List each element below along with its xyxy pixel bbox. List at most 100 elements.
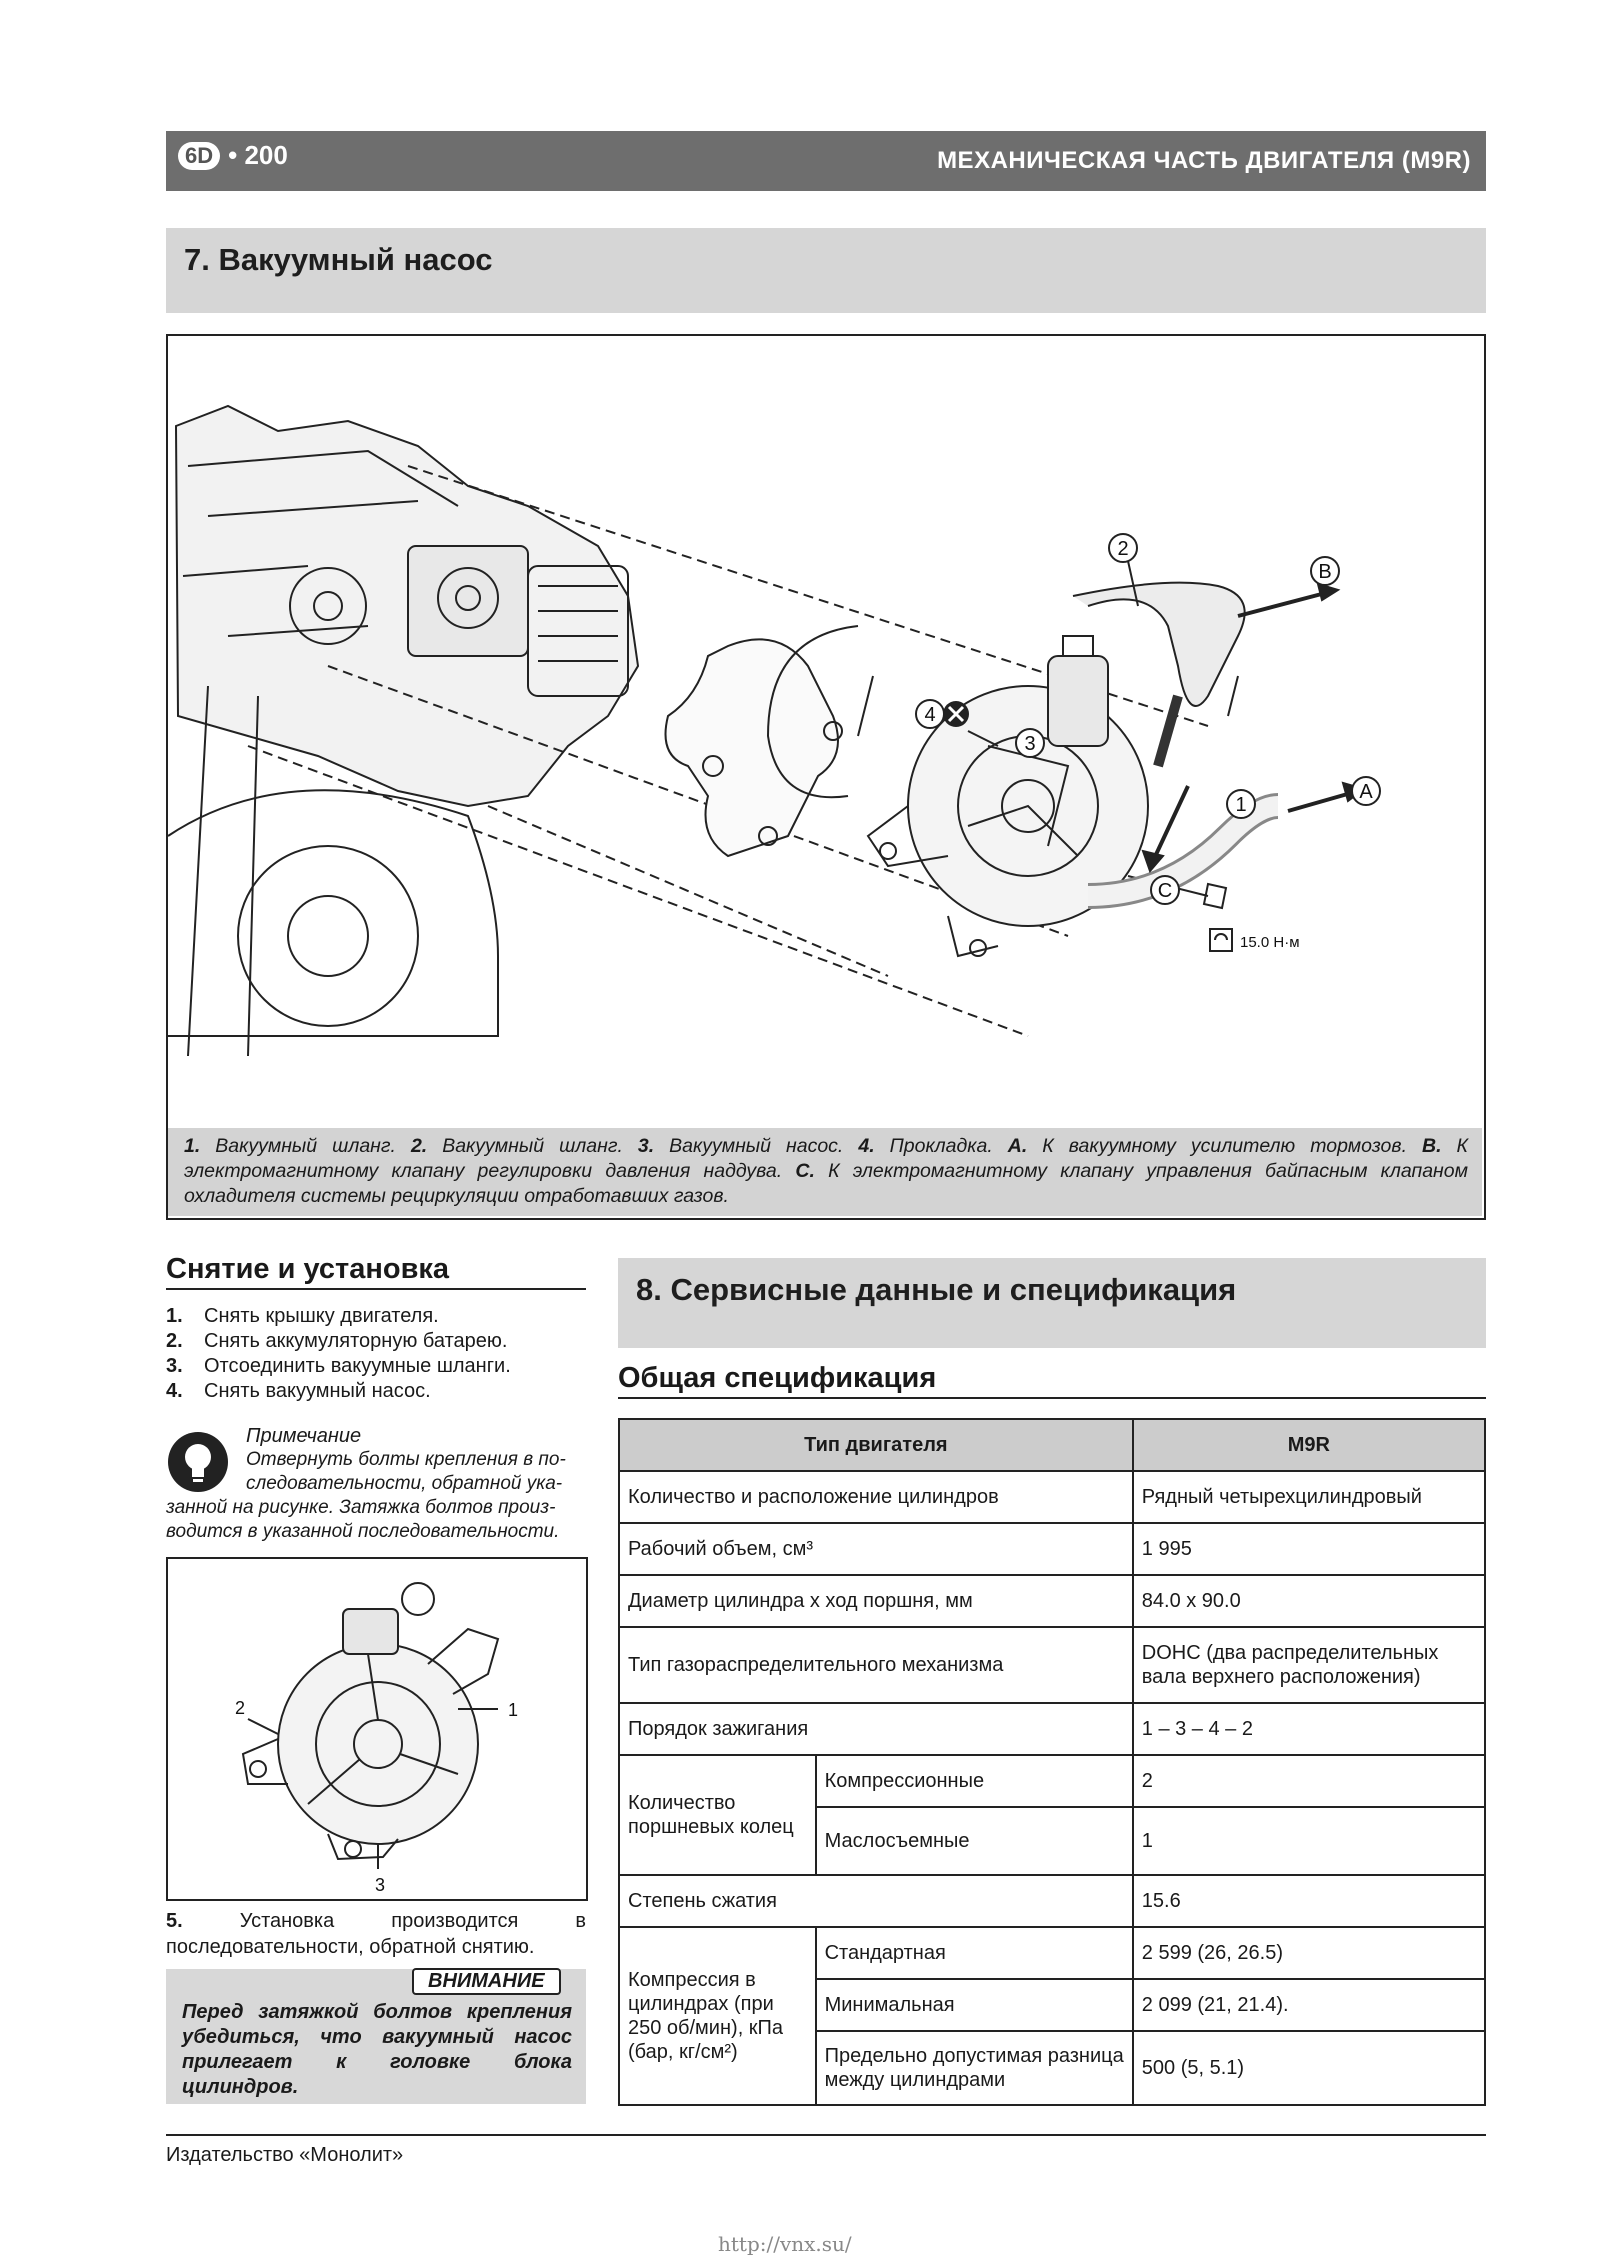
- page-header-bar: [166, 131, 1486, 191]
- caption-key: A.: [1007, 1135, 1028, 1157]
- caption-text: Вакуумный шланг.: [200, 1135, 411, 1157]
- list-item: 1.Снять крышку двигателя.: [166, 1305, 439, 1327]
- table-header-cell: Тип двигателя: [618, 1418, 1134, 1472]
- removal-steps-list: 1.Снять крышку двигателя. 2.Снять аккуму…: [166, 1304, 586, 1404]
- table-cell: Маслосъемные: [814, 1806, 1134, 1876]
- callout-2: 2: [1117, 538, 1128, 560]
- note-lightbulb-icon: [168, 1432, 228, 1492]
- caption-key: 3.: [637, 1135, 655, 1157]
- table-cell: Порядок зажигания: [618, 1702, 1134, 1756]
- figure-1-caption: 1. Вакуумный шланг. 2. Вакуумный шланг. …: [168, 1128, 1482, 1216]
- warning-label: ВНИМАНИЕ: [412, 1968, 561, 1995]
- table-cell: 84.0 x 90.0: [1131, 1574, 1487, 1628]
- note-line: следовательности, обратной ука-: [246, 1473, 563, 1494]
- chapter-badge: 6D: [178, 141, 221, 170]
- note-line: водится в указанной последовательности.: [166, 1521, 560, 1542]
- table-cell: 1: [1131, 1806, 1487, 1876]
- table-cell: Минимальная: [814, 1978, 1134, 2032]
- table-row: Количество поршневых колец Компрессионны…: [618, 1754, 1487, 1876]
- spec-table: Тип двигателя M9R Количество и расположе…: [618, 1418, 1487, 2106]
- caption-text: К электромагнитному клапану регулировки …: [184, 1135, 1468, 1182]
- table-cell: DOHC (два распределительных вала верхнег…: [1131, 1626, 1487, 1704]
- caption-key: C.: [795, 1160, 815, 1182]
- note-line: Отвернуть болты крепления в по-: [246, 1449, 566, 1470]
- table-cell: 1 995: [1131, 1522, 1487, 1576]
- callout-B: B: [1318, 561, 1331, 583]
- table-cell: Количество поршневых колец: [618, 1754, 817, 1876]
- callout-3: 3: [1024, 733, 1035, 755]
- table-cell: Тип газораспределительного механизма: [618, 1626, 1134, 1704]
- bolt-label-2: 2: [235, 1698, 245, 1718]
- caption-text: Вакуумный насос.: [654, 1135, 859, 1157]
- list-item: 4.Снять вакуумный насос.: [166, 1380, 431, 1402]
- table-cell: 2: [1131, 1754, 1487, 1808]
- caption-key: B.: [1422, 1135, 1442, 1157]
- step-5-number: 5.: [166, 1910, 183, 1932]
- page-number: 6D • 200: [178, 140, 288, 171]
- callout-C: C: [1158, 880, 1172, 902]
- caption-key: 2.: [410, 1135, 428, 1157]
- callout-4: 4: [924, 704, 935, 726]
- table-row: Тип газораспределительного механизма DOH…: [618, 1626, 1487, 1704]
- list-item: 3.Отсоединить вакуумные шланги.: [166, 1355, 511, 1377]
- footer-rule: [166, 2134, 1486, 2136]
- table-header-row: Тип двигателя M9R: [618, 1418, 1487, 1472]
- table-cell: Рабочий объем, см³: [618, 1522, 1134, 1576]
- table-cell: 15.6: [1131, 1874, 1487, 1928]
- section-8-title-box: 8. Сервисные данные и спецификация: [618, 1258, 1486, 1348]
- table-cell: 2 099 (21, 21.4).: [1131, 1978, 1487, 2032]
- table-row: Количество и расположение цилиндров Рядн…: [618, 1470, 1487, 1524]
- table-cell: Рядный четырехцилиндровый: [1131, 1470, 1487, 1524]
- table-header-cell: M9R: [1131, 1418, 1487, 1472]
- bolt-label-3: 3: [375, 1875, 385, 1895]
- caption-key: 1.: [184, 1135, 201, 1157]
- table-cell: Количество и расположение цилиндров: [618, 1470, 1134, 1524]
- caption-text: Вакуумный шланг.: [427, 1135, 638, 1157]
- torque-icon: [1209, 928, 1233, 952]
- table-row: Порядок зажигания 1 – 3 – 4 – 2: [618, 1702, 1487, 1756]
- table-cell: Диаметр цилиндра х ход поршня, мм: [618, 1574, 1134, 1628]
- source-url-watermark: http://vnx.su/: [718, 2232, 852, 2256]
- section-8-title: 8. Сервисные данные и спецификация: [636, 1272, 1237, 1307]
- table-cell: 1 – 3 – 4 – 2: [1131, 1702, 1487, 1756]
- note-text: Отвернуть болты крепления в по- следоват…: [166, 1448, 586, 1544]
- torque-value: 15.0 Н·м: [1240, 934, 1300, 951]
- table-cell: 2 599 (26, 26.5): [1131, 1926, 1487, 1980]
- note-line: занной на рисунке. Затяжка болтов произ-: [166, 1497, 556, 1518]
- publisher: Издательство «Монолит»: [166, 2144, 404, 2166]
- section-7-title: 7. Вакуумный насос: [184, 242, 493, 277]
- chapter-title: МЕХАНИЧЕСКАЯ ЧАСТЬ ДВИГАТЕЛЯ (M9R): [937, 147, 1471, 174]
- note-title: Примечание: [246, 1425, 362, 1447]
- caption-text: Прокладка.: [874, 1135, 1008, 1157]
- callout-A: A: [1359, 781, 1373, 803]
- general-spec-heading: Общая спецификация: [618, 1362, 1486, 1399]
- table-cell: Стандартная: [814, 1926, 1134, 1980]
- bolt-sequence-figure: 1 2 3: [166, 1557, 588, 1901]
- table-row: Предельно допустимая разница между цилин…: [619, 2030, 1487, 2106]
- table-cell: Степень сжатия: [618, 1874, 1134, 1928]
- table-cell: 500 (5, 5.1): [1131, 2030, 1487, 2106]
- pump-front-drawing: 1 2 3: [235, 1582, 518, 1895]
- bolt-label-1: 1: [508, 1700, 518, 1720]
- table-cell: Компрессия в цилиндрах (при 250 об/мин),…: [618, 1926, 817, 2106]
- list-item: 2.Снять аккумуляторную батарею.: [166, 1330, 508, 1352]
- step-5: 5. Установка производится в последовател…: [166, 1908, 586, 1960]
- exploded-view-drawing: 2 B C 1 A 3 4 15.0 Н·м: [167, 404, 1381, 1057]
- removal-heading: Снятие и установка: [166, 1253, 586, 1290]
- warning-text: Перед затяжкой болтов крепления убедитьс…: [182, 2001, 572, 2098]
- table-row: Степень сжатия 15.6: [618, 1874, 1487, 1928]
- caption-text: К электромагнитному клапану управления б…: [184, 1160, 1468, 1207]
- page-number-text: • 200: [228, 140, 288, 170]
- section-7-title-box: 7. Вакуумный насос: [166, 228, 1486, 313]
- table-row: Диаметр цилиндра х ход поршня, мм 84.0 x…: [618, 1574, 1487, 1628]
- step-5-text: Установка производится в последовательно…: [166, 1910, 586, 1958]
- table-row: Рабочий объем, см³ 1 995: [618, 1522, 1487, 1576]
- caption-text: К вакуумному усилителю тормозов.: [1027, 1135, 1422, 1157]
- table-row: Компрессия в цилиндрах (при 250 об/мин),…: [618, 1926, 1487, 2106]
- table-cell: Предельно допустимая разница между цилин…: [814, 2030, 1134, 2106]
- table-row: Минимальная 2 099 (21, 21.4).: [619, 1978, 1487, 2032]
- table-cell: Компрессионные: [814, 1754, 1134, 1808]
- caption-key: 4.: [858, 1135, 875, 1157]
- callout-1: 1: [1235, 794, 1246, 816]
- table-row: Маслосъемные 1: [619, 1806, 1487, 1876]
